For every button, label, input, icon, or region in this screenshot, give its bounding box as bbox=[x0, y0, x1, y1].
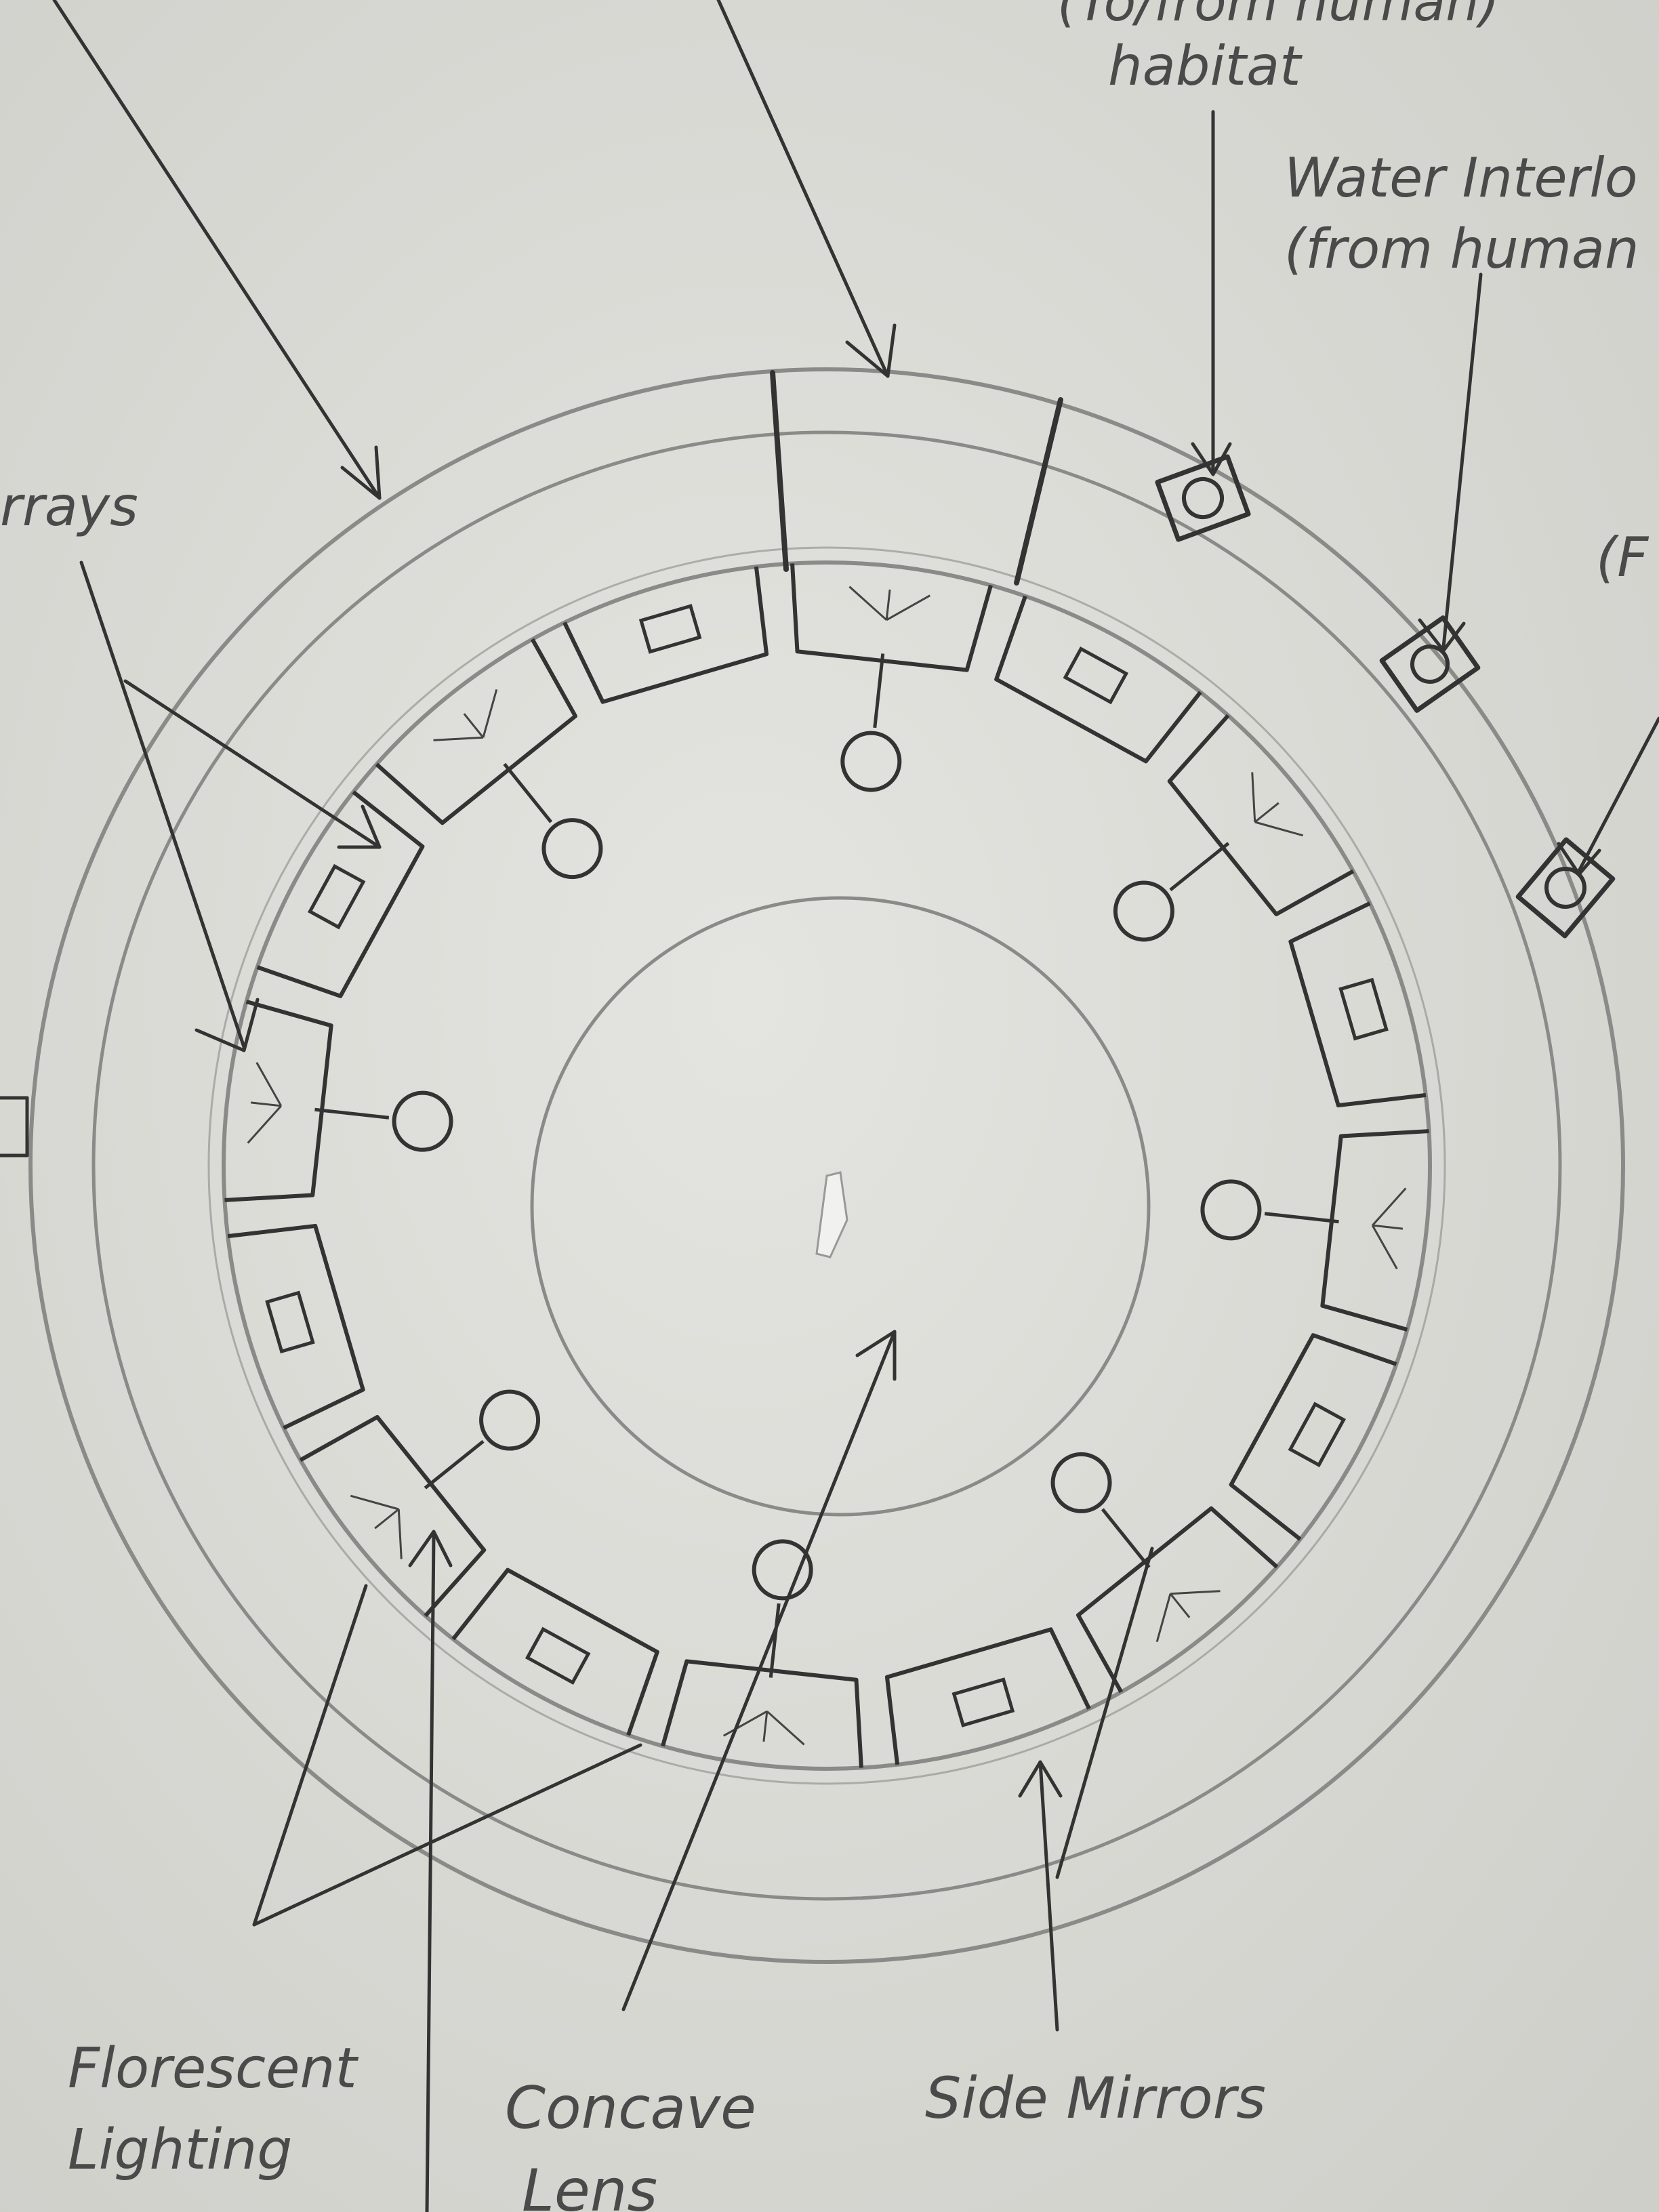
label-concave-2: Lens bbox=[522, 2157, 657, 2212]
label-habitat: habitat bbox=[1108, 35, 1303, 98]
label-water-interlock-2: (from human bbox=[1284, 218, 1639, 281]
label-florescent-2: Lighting bbox=[68, 2118, 292, 2182]
label-florescent-1: Florescent bbox=[68, 2036, 359, 2101]
label-top-partial: (To/from human) bbox=[1057, 0, 1500, 33]
label-right-partial: (F bbox=[1596, 526, 1649, 589]
label-side-mirrors: Side Mirrors bbox=[925, 2065, 1266, 2131]
label-arrays-partial: rrays bbox=[0, 475, 138, 538]
label-concave-1: Concave bbox=[505, 2074, 756, 2142]
label-water-interlock-1: Water Interlo bbox=[1284, 146, 1638, 209]
